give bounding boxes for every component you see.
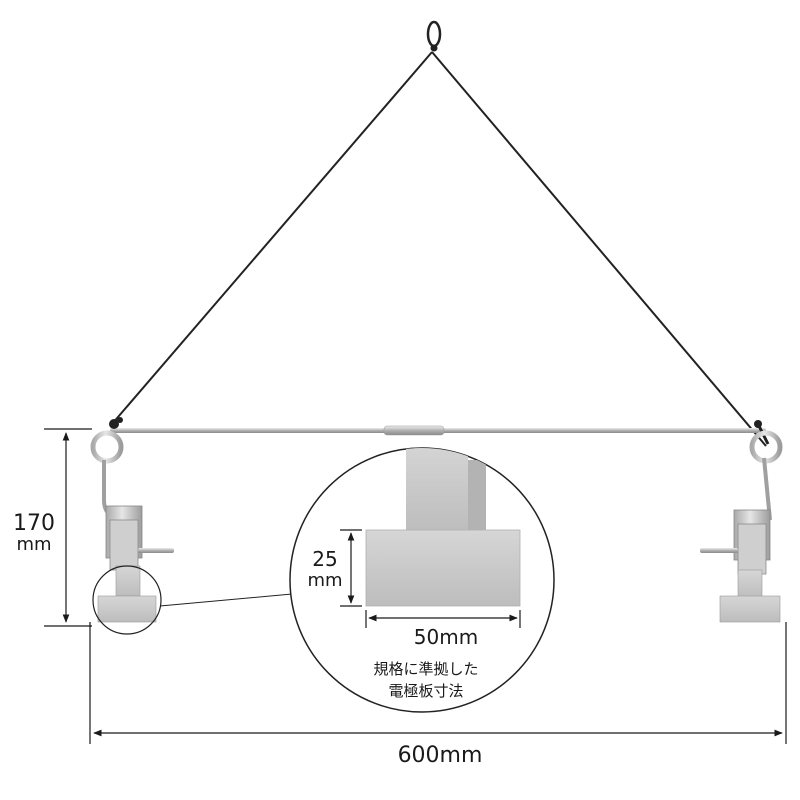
note-line-1: 規格に準拠した	[373, 660, 478, 678]
height-value-label: 170	[13, 511, 55, 536]
left-electrode-clip	[90, 430, 174, 623]
support-rod	[110, 425, 766, 436]
clip-height-unit-label: mm	[307, 570, 342, 591]
dimension-lines	[44, 428, 787, 744]
hanging-wire	[111, 51, 767, 447]
note-line-2: 電極板寸法	[388, 682, 463, 700]
wire-knot-left-icon	[109, 417, 123, 429]
zoom-callout	[92, 447, 555, 713]
hook-loop-icon	[426, 20, 442, 52]
total-width-label: 600mm	[398, 743, 483, 768]
clip-width-label: 50mm	[414, 625, 478, 649]
right-electrode-clip	[700, 430, 783, 623]
height-unit-label: mm	[16, 534, 51, 555]
clip-height-value-label: 25	[312, 547, 337, 571]
